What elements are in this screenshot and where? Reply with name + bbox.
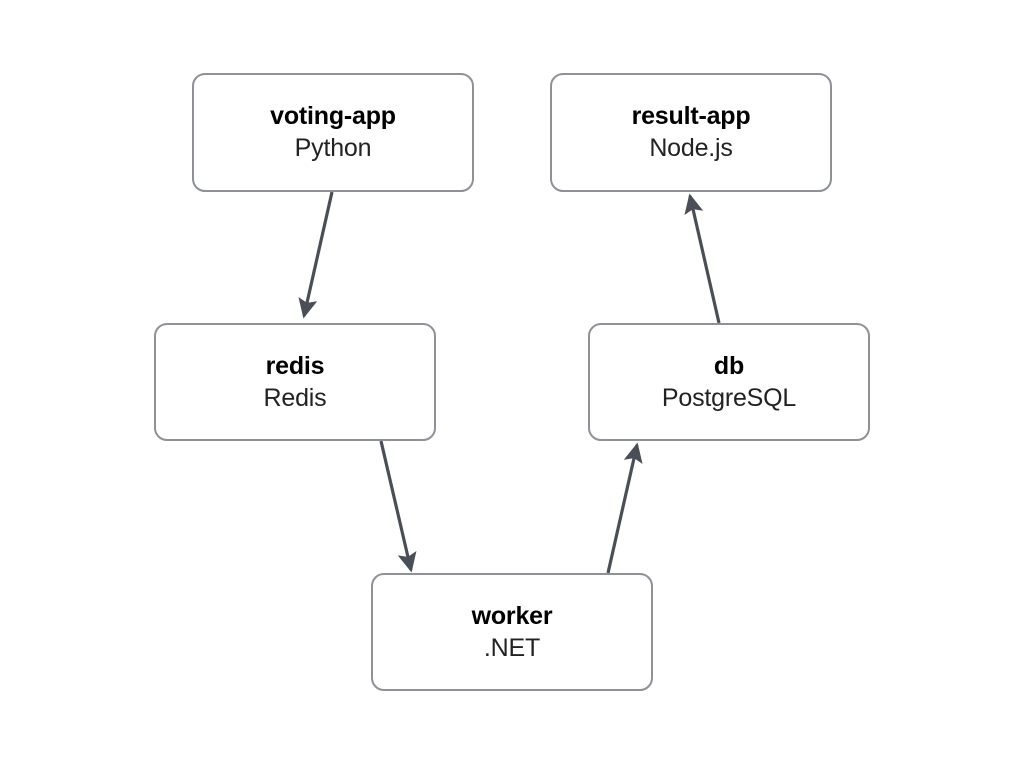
- node-result-app[interactable]: result-app Node.js: [550, 73, 832, 192]
- node-title: db: [713, 351, 745, 380]
- node-worker[interactable]: worker .NET: [371, 573, 653, 691]
- node-subtitle: PostgreSQL: [661, 383, 797, 412]
- node-title: voting-app: [270, 102, 396, 130]
- node-title: result-app: [631, 102, 751, 130]
- node-subtitle: Python: [294, 134, 372, 162]
- edge-db-to-result-app: [684, 193, 721, 324]
- edge-voting-app-to-redis: [298, 191, 334, 319]
- node-voting-app[interactable]: voting-app Python: [192, 73, 474, 192]
- node-subtitle: .NET: [483, 633, 541, 662]
- edge-redis-to-worker: [379, 440, 417, 573]
- node-subtitle: Node.js: [649, 134, 733, 162]
- edge-worker-to-db: [606, 442, 643, 574]
- edges-group: [298, 191, 721, 574]
- node-title: worker: [471, 601, 553, 630]
- node-redis[interactable]: redis Redis: [154, 323, 436, 441]
- node-title: redis: [265, 351, 325, 380]
- node-db[interactable]: db PostgreSQL: [588, 323, 870, 441]
- node-subtitle: Redis: [263, 383, 327, 412]
